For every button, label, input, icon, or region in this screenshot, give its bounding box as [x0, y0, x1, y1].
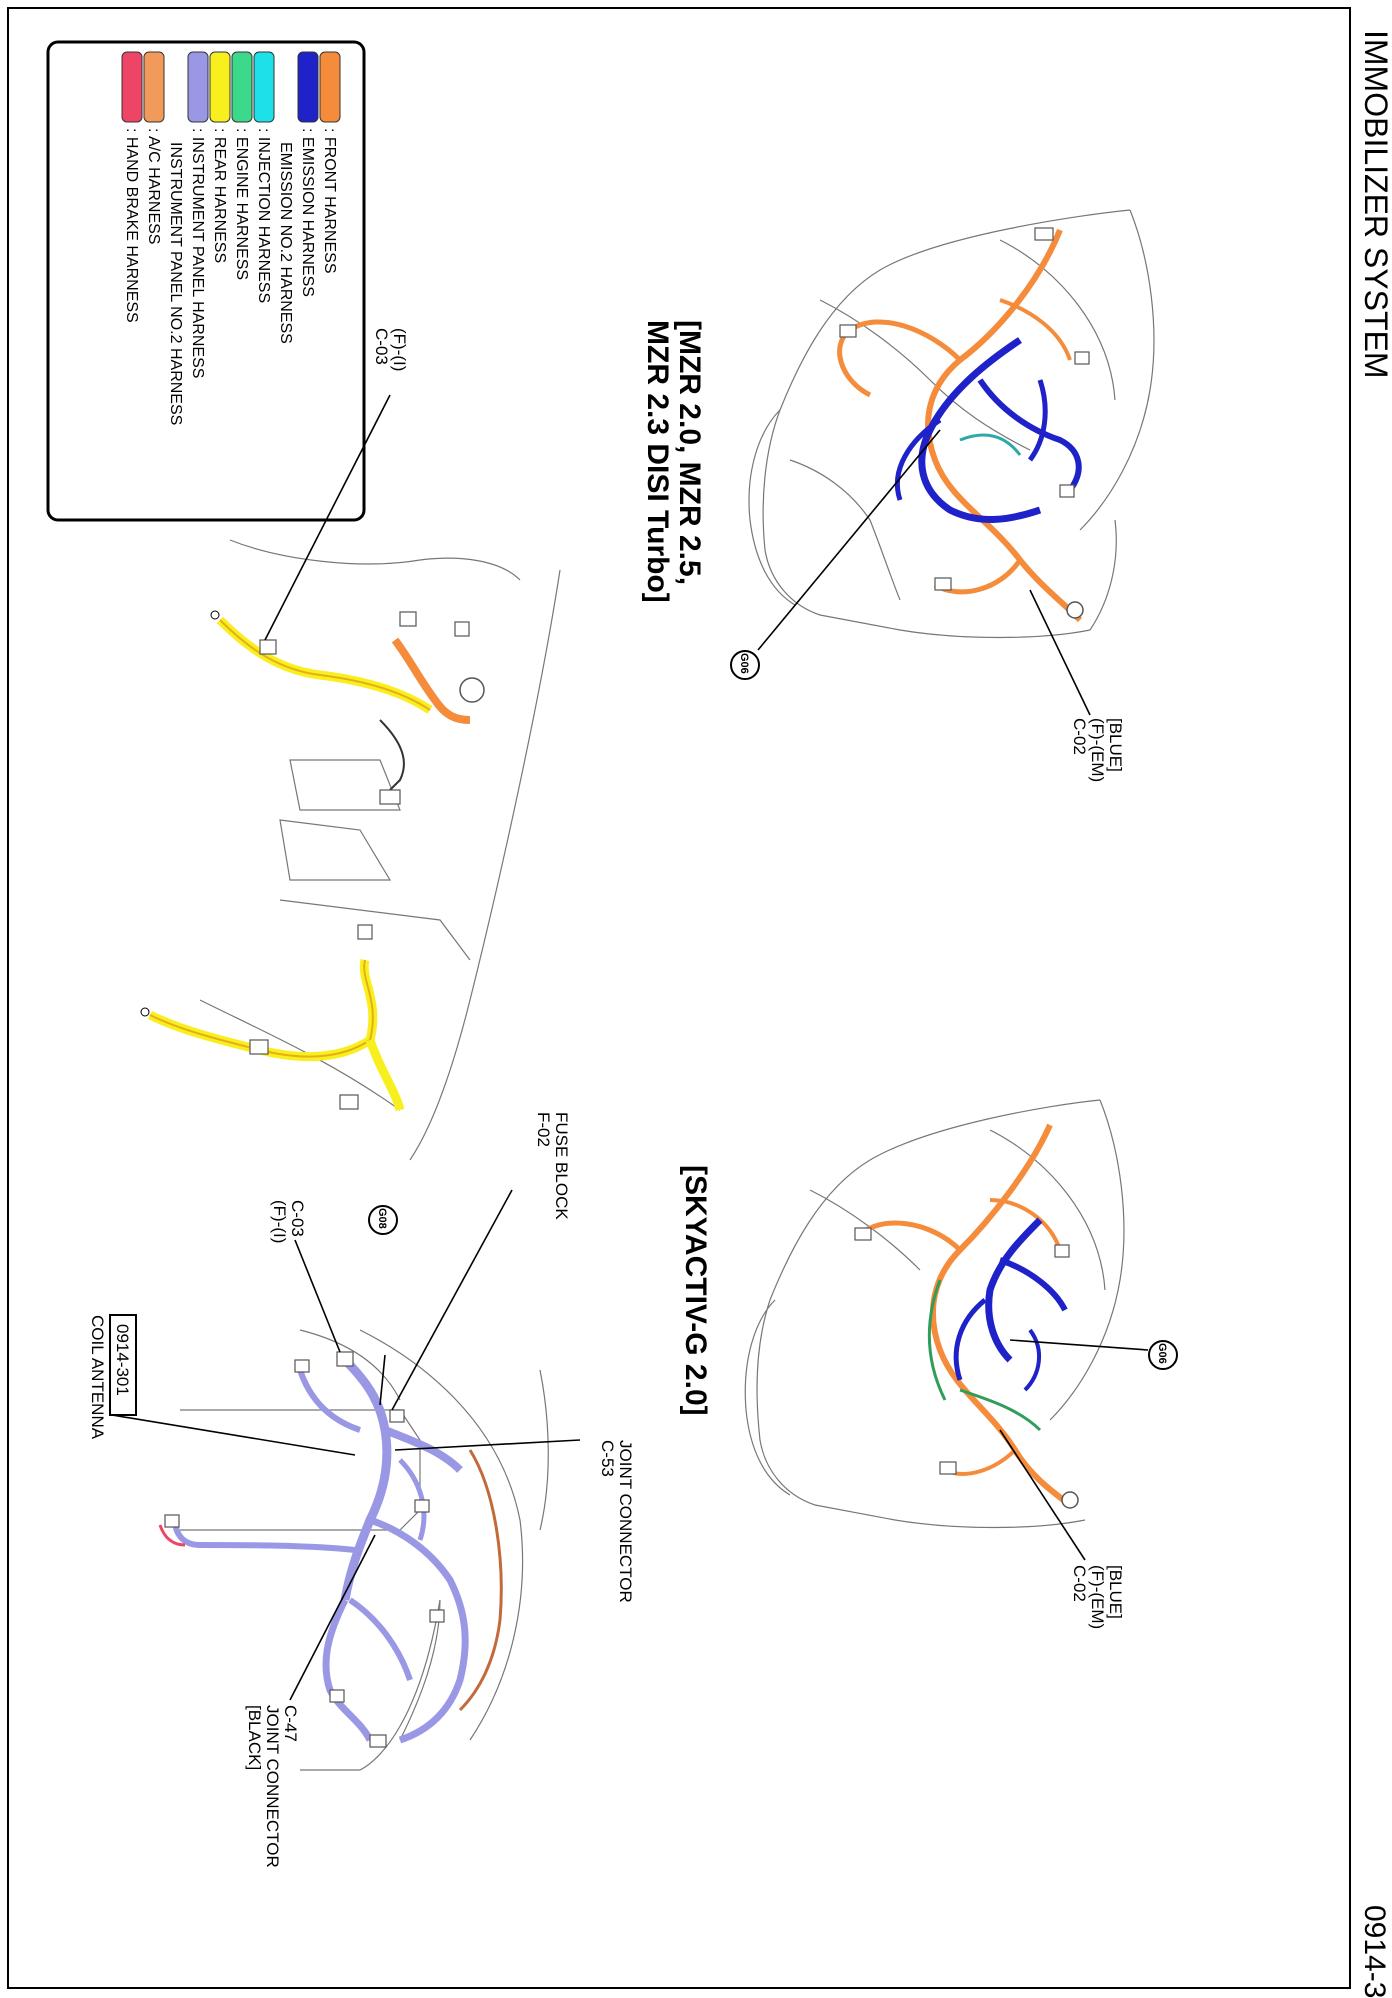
legend-label: EMISSION NO.2 HARNESS	[277, 142, 294, 344]
legend-label: : INSTRUMENT PANEL HARNESS	[189, 128, 206, 378]
page-number: 0914-3	[1358, 1905, 1391, 1998]
legend-swatch	[319, 51, 341, 123]
rear-connector-c03-label: (F)-(I) C-03	[372, 328, 409, 376]
instrument-panel-diagram	[111, 1189, 581, 1771]
legend-swatch	[297, 51, 319, 123]
legend-box	[46, 40, 366, 522]
legend-swatch	[143, 51, 165, 123]
skyactiv-engine-bay-diagram	[744, 1099, 1149, 1561]
mzr-ground-callout: G06	[730, 650, 760, 680]
legend-label: : EMISSION HARNESS	[299, 128, 316, 297]
harness-color-legend: : FRONT HARNESS : EMISSION HARNESS EMISSIO…	[46, 40, 366, 522]
legend-label: : INJECTION HARNESS	[255, 128, 272, 303]
legend-swatch	[187, 51, 209, 123]
svg-text:G08: G08	[376, 1208, 388, 1229]
svg-text:0914-301: 0914-301	[113, 1324, 132, 1396]
page-title: IMMOBILIZER SYSTEM	[1358, 30, 1392, 378]
legend-label: INSTRUMENT PANEL NO.2 HARNESS	[167, 142, 184, 425]
fuse-block-label: FUSE BLOCK F-02	[534, 1112, 571, 1224]
reference-box	[109, 1314, 137, 1416]
page-border	[7, 7, 1351, 1989]
mzr-section-heading: [MZR 2.0, MZR 2.5, MZR 2.3 DISI Turbo]	[641, 320, 706, 603]
legend-swatch	[231, 51, 253, 123]
legend-label: : FRONT HARNESS	[321, 128, 338, 274]
mzr-connector-c02-label: [BLUE] (F)-(EM) C-02	[1070, 718, 1125, 787]
svg-text:G06: G06	[738, 653, 750, 674]
legend-label: : ENGINE HARNESS	[233, 128, 250, 280]
skyactiv-section-heading: [SKYACTIV-G 2.0]	[679, 1165, 712, 1416]
mzr-engine-bay-diagram	[748, 209, 1155, 716]
skyactiv-ground-callout: G06	[1148, 1340, 1178, 1370]
legend-swatch	[253, 51, 275, 123]
coil-antenna-reference: 0914-301 COIL ANTENNA	[88, 1314, 137, 1440]
legend-label: : A/C HARNESS	[145, 128, 162, 244]
legend-swatch	[121, 51, 143, 123]
joint-connector-c47-label: C-47 JOINT CONNECTOR [BLACK]	[245, 1705, 300, 1873]
legend-label: : REAR HARNESS	[211, 128, 228, 263]
dash-ground-callout: G08	[368, 1205, 398, 1235]
dash-connector-c03-label: C-03 (F)-(I)	[270, 1200, 307, 1243]
svg-text:COIL ANTENNA: COIL ANTENNA	[88, 1315, 107, 1440]
skyactiv-connector-c02-label: [BLUE] (F)-(EM) C-02	[1070, 1565, 1125, 1634]
rear-harness-diagram	[140, 394, 561, 1161]
svg-text:G06: G06	[1156, 1343, 1168, 1364]
joint-connector-c53-label: JOINT CONNECTOR C-53	[598, 1440, 635, 1608]
legend-label: : HAND BRAKE HARNESS	[123, 128, 140, 323]
legend-swatch	[209, 51, 231, 123]
